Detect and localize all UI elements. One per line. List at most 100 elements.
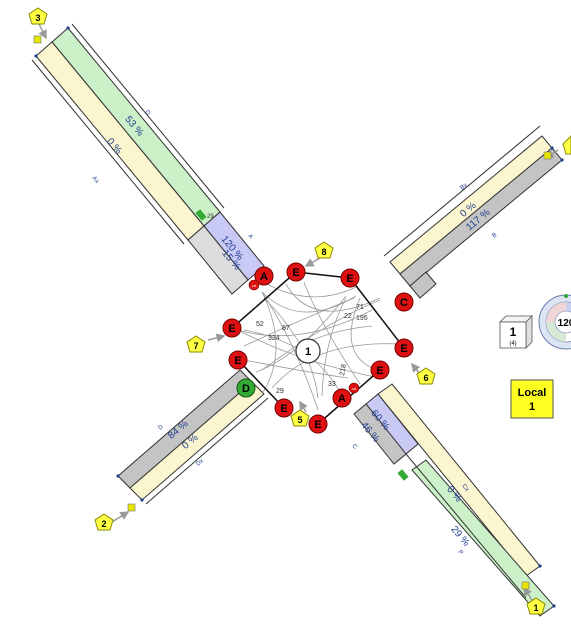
flow-count: 52 [256,321,264,328]
signal-label: A [338,393,346,405]
cycle-dial[interactable]: 120 [538,294,571,350]
se-green-lane[interactable] [411,459,555,617]
flow-count: 218 [339,364,348,377]
approach-node-1[interactable]: 1 [526,597,546,615]
signal-sub-label: A/B [352,387,357,391]
signal-heads: A A/B E E C E E A/B [222,262,414,434]
signal-n-e[interactable]: E [286,262,306,282]
node-label: 7 [193,341,198,351]
nw-vehicle-icon [195,209,207,221]
turning-flows [237,275,401,411]
se-gray-label: C [350,443,358,451]
arm-northwest: 53 % 0 % 120 % 15 % D Ax A 29 [31,23,265,295]
signal-label: D [242,383,250,395]
flow-count: 33 [328,381,336,388]
lane-end-dot [560,158,564,162]
flow-count: 71 [356,304,364,311]
info-box[interactable]: 1 (4) [499,315,533,349]
signal-label: E [292,267,299,279]
signal-sw-d[interactable]: D [236,378,256,398]
signal-sw-e[interactable]: E [274,398,294,418]
local-box-line2: 1 [529,401,535,413]
info-box-main: 1 [510,325,517,339]
se-yellow-label: Cx [460,483,469,492]
lane-end-dot [34,54,38,58]
local-box[interactable]: Local 1 [510,379,554,419]
signal-sub-label: A/B [252,284,257,288]
approach-node-5[interactable]: 5 [290,409,310,427]
approach-node-7[interactable]: 7 [186,335,206,353]
ne-yellow-label: Bx [459,182,468,191]
node-label: 6 [423,373,428,383]
signal-ne-e[interactable]: E [340,268,360,288]
signal-label: E [346,273,353,285]
detector [127,503,136,512]
signal-se-e[interactable]: E [370,360,390,380]
detector [521,581,530,590]
ne-gray-label: B [491,232,498,239]
lane-end-dot [552,604,556,608]
signal-se-a-sub[interactable]: A/B [348,382,360,394]
flow-counts: 87 324 22 71 33 29 218 52 195 [256,304,368,395]
approach-node-2[interactable]: 2 [94,513,114,531]
center-node[interactable]: 1 [295,338,321,364]
flow-count: 324 [268,335,280,342]
signal-w-e2[interactable]: E [228,350,248,370]
signal-label: A [260,271,268,283]
lane-end-dot [550,146,554,150]
signal-s-e[interactable]: E [308,414,328,434]
nw-yellow-lane[interactable] [35,41,205,241]
arm-southeast: 60 % 46 % 0 % 29 % C Cx P [350,383,555,617]
nw-yellow-label: Ax [90,175,99,184]
node-label: 3 [35,13,40,23]
signal-label: E [314,419,321,431]
nw-gray-lane[interactable] [187,225,249,295]
signal-se-a[interactable]: A [332,388,352,408]
lane-end-dots [34,26,564,608]
approach-node-4[interactable] [562,135,571,155]
se-green-label: P [456,549,463,556]
nw-green-label: D [143,109,151,117]
node-label: 8 [321,247,326,257]
sw-gray-label: D [157,424,165,432]
approach-node-3[interactable]: 3 [28,7,48,25]
node-label: 2 [101,519,106,529]
flow-count: 195 [356,315,368,322]
approach-node-6[interactable]: 6 [416,367,436,385]
se-vehicle-icon [397,469,409,481]
signal-label: E [234,355,241,367]
lane-end-dot [66,26,70,30]
lane-end-dot [538,564,542,568]
signal-label: C [400,297,408,309]
info-box-sub: (4) [509,341,516,347]
flow-count: 29 [276,388,284,395]
signal-label: E [376,365,383,377]
arm-southwest: 84 % 0 % D Dx [117,369,269,505]
signal-label: E [400,343,407,355]
detector [33,35,42,44]
signal-e-e[interactable]: E [394,338,414,358]
signal-e-c[interactable]: C [394,292,414,312]
flow-count: 22 [344,313,352,320]
node-label: 1 [533,603,538,613]
node-label: 5 [297,415,302,425]
sw-yellow-label: Dx [195,458,204,467]
cycle-value: 120 [558,318,571,329]
signal-nw-a-sub[interactable]: A/B [248,279,260,291]
lane-end-dot [140,498,144,502]
approach-node-8[interactable]: 8 [314,241,334,259]
signal-nw-a[interactable]: A [254,266,274,286]
center-node-label: 1 [305,346,311,358]
signal-label: E [228,323,235,335]
arm-northeast: 0 % 117 % Bx B [383,125,563,299]
ne-gray-stub[interactable] [409,271,437,299]
signal-label: E [280,403,287,415]
nw-blue-label: A [246,233,253,240]
flow-count: 87 [282,325,290,332]
nw-small-count: 29 [207,214,214,220]
local-box-line1: Local [518,387,547,399]
signal-w-e[interactable]: E [222,318,242,338]
lane-end-dot [116,474,120,478]
